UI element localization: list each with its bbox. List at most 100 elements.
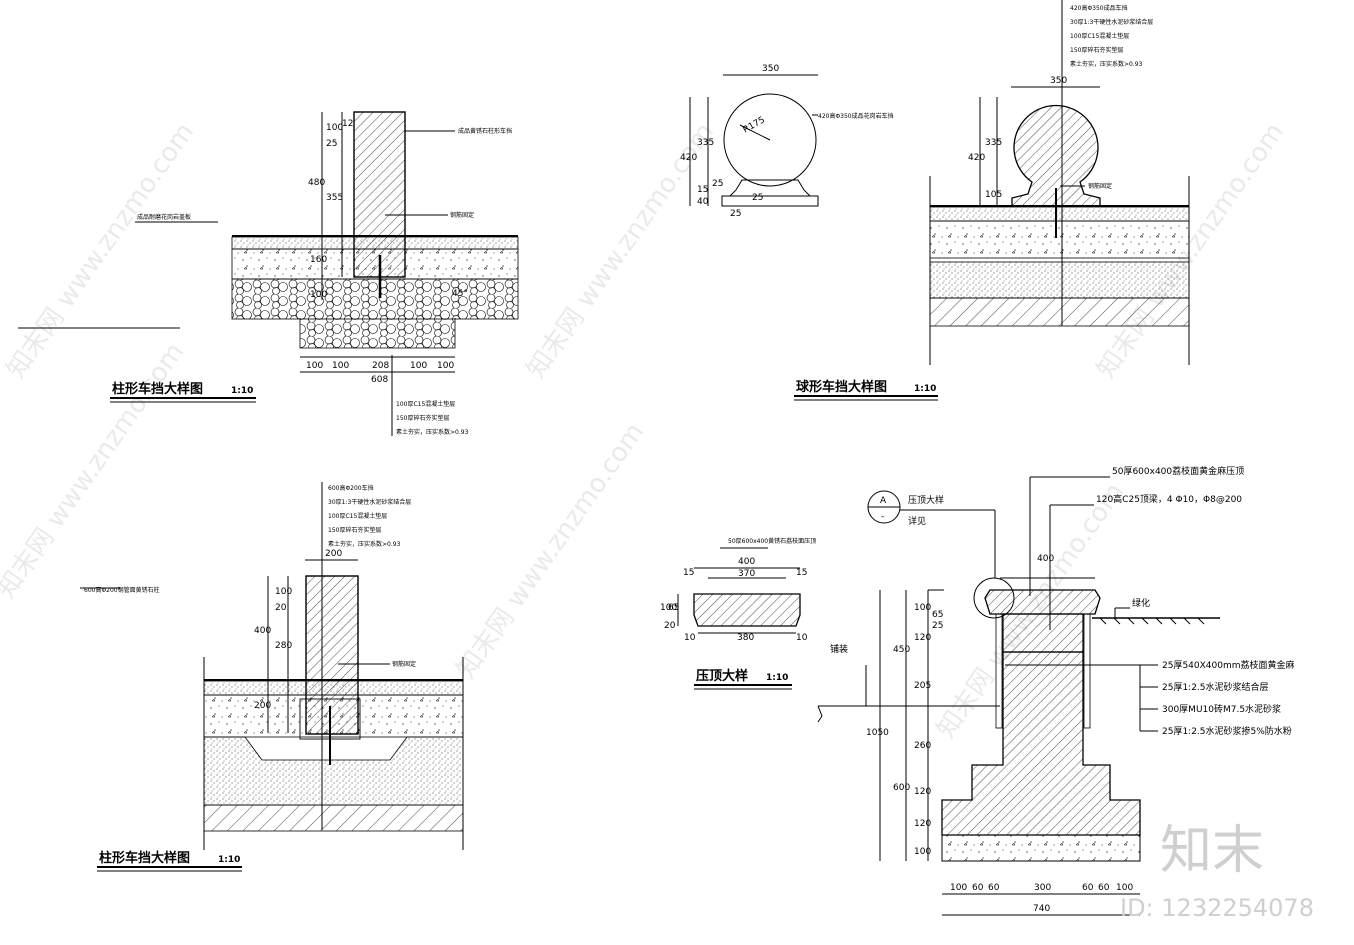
layer-note: 150厚碎石夯实垫层 (396, 414, 449, 422)
dim-label: 300 (1034, 883, 1051, 893)
layer-note: 150厚碎石夯实垫层 (328, 526, 381, 534)
layer-note: 素土夯实，压实系数>0.93 (328, 540, 401, 548)
dim-label: 335 (697, 138, 714, 148)
detail-e-wall-section: A - 压顶大样 详见 400 (817, 465, 1295, 916)
dim-label: 350 (1050, 76, 1067, 86)
note-top: 50厚600x400黄锈石荔枝面压顶 (728, 537, 816, 545)
layer-note: 25厚1:2.5水泥砂浆掺5%防水粉 (1162, 725, 1292, 737)
dim-label: 380 (737, 633, 754, 643)
layer-note: 30厚1:3干硬性水泥砂浆结合层 (1070, 18, 1153, 26)
dim-label: 20 (275, 603, 287, 613)
dim-label: 40 (697, 197, 709, 207)
dim-label: 15 (683, 568, 694, 578)
note-top: 50厚600x400荔枝面黄金麻压顶 (1112, 465, 1244, 477)
dim-label: 208 (372, 361, 389, 371)
layer-note: 300厚MU10砖M7.5水泥砂浆 (1162, 703, 1281, 715)
dim-label: 205 (914, 681, 931, 691)
dim-label: 370 (738, 569, 755, 579)
note-anchor: 钢筋固定 (1088, 182, 1112, 190)
detail-d-coping: 50厚600x400黄锈石荔枝面压顶 15 400 370 15 100 65 … (660, 537, 816, 690)
detail-title: 柱形车挡大样图 (99, 850, 190, 866)
dim-label: 15 (796, 568, 807, 578)
dim-label: 25 (326, 139, 337, 149)
note-top: 120高C25顶梁，4 Φ10，Φ8@200 (1096, 493, 1242, 505)
dim-label: 600 (893, 783, 910, 793)
dim-label: 100 (275, 587, 292, 597)
dim-label: 480 (308, 178, 325, 188)
dim-label: 60 (988, 883, 1000, 893)
dim-label: 100 (306, 361, 323, 371)
dim-label: 420 (968, 153, 985, 163)
dim-total: 740 (1033, 904, 1050, 914)
dim-label: 60 (972, 883, 984, 893)
dim-label: 100 (437, 361, 454, 371)
layer-note: 100厚C15混凝土垫层 (396, 400, 455, 408)
dim-total: 608 (371, 375, 388, 385)
layer-note: 25厚540X400mm荔枝面黄金麻 (1162, 659, 1295, 671)
dim-label: 60 (1098, 883, 1110, 893)
dim-label: 25 (932, 621, 943, 631)
dim-label: 335 (985, 138, 1002, 148)
dim-label: 20 (664, 621, 676, 631)
watermark-text: 知末网 www.znzmo.com (451, 418, 650, 684)
dim-label: 450 (893, 645, 910, 655)
dim-label: 120 (914, 787, 931, 797)
dim-label: 160 (310, 255, 327, 265)
dim-label: 10 (684, 633, 696, 643)
dim-label: 25 (712, 179, 723, 189)
layer-note: 100厚C15混凝土垫层 (328, 512, 387, 520)
detail-c-column-bollard: 200 100 20 400 280 200 600高Φ200钢管面黄锈石柱 钢… (80, 482, 464, 872)
dim-label: 25 (752, 193, 763, 203)
note-left: 600高Φ200钢管面黄锈石柱 (84, 586, 160, 594)
layer-note: 100厚C15混凝土垫层 (1070, 32, 1129, 40)
callout-label: 压顶大样 (908, 494, 944, 506)
layer-note: 420高Φ350成品车挡 (1070, 4, 1128, 12)
layer-note: 素土夯实，压实系数>0.93 (396, 428, 469, 436)
note-anchor: 钢筋固定 (450, 211, 474, 219)
dim-label: 120 (914, 633, 931, 643)
note-ball: 420高Φ350成品花岗岩车挡 (818, 112, 894, 120)
note-top: 成品黄锈石柱形车挡 (458, 127, 512, 135)
dim-label: 15 (697, 185, 708, 195)
dim-label: 100 (950, 883, 967, 893)
dim-label: 200 (325, 549, 342, 559)
detail-a-column-bollard: 100 25 355 480 12 160 100 100 100 208 10… (18, 111, 519, 436)
dim-label: 100 (410, 361, 427, 371)
dim-label: 280 (275, 641, 292, 651)
dim-label: 400 (254, 626, 271, 636)
detail-b-ball-bollard: 350 R175 335 420 15 40 25 25 25 420高Φ350… (680, 0, 1190, 401)
dim-label: 100 (660, 603, 677, 613)
dim-label: 200 (254, 701, 271, 711)
layer-note: 30厚1:3干硬性水泥砂浆结合层 (328, 498, 411, 506)
dim-label: 260 (914, 741, 931, 751)
layer-note: 600高Φ200车挡 (328, 484, 374, 492)
dim-label: 120 (914, 819, 931, 829)
dim-label: 420 (680, 153, 697, 163)
dim-label: 355 (326, 193, 343, 203)
detail-scale: 1:10 (914, 384, 936, 394)
detail-scale: 1:10 (231, 386, 253, 396)
note-green: 绿化 (1132, 597, 1150, 609)
callout-sheet: - (881, 512, 884, 522)
angle-label: 45° (452, 289, 468, 299)
detail-scale: 1:10 (766, 673, 788, 683)
dim-label: 400 (1037, 554, 1054, 564)
dim-label: 1050 (866, 728, 889, 738)
note-anchor: 钢筋固定 (392, 660, 416, 668)
note-left: 成品耐磨花岗岩盖板 (137, 213, 191, 221)
detail-title: 柱形车挡大样图 (112, 381, 203, 397)
dim-label: 100 (326, 123, 343, 133)
callout-id: A (880, 496, 887, 506)
detail-scale: 1:10 (218, 855, 240, 865)
dim-label: 100 (310, 290, 327, 300)
detail-title: 球形车挡大样图 (796, 379, 887, 395)
detail-title: 压顶大样 (696, 668, 748, 684)
dim-label: 65 (932, 610, 943, 620)
dim-label: 100 (914, 603, 931, 613)
layer-note: 25厚1:2.5水泥砂浆结合层 (1162, 681, 1269, 693)
image-id: ID: 1232254078 (1120, 894, 1314, 922)
dim-label: 25 (730, 209, 741, 219)
dim-label: 350 (762, 64, 779, 74)
callout-label: 详见 (908, 515, 926, 527)
